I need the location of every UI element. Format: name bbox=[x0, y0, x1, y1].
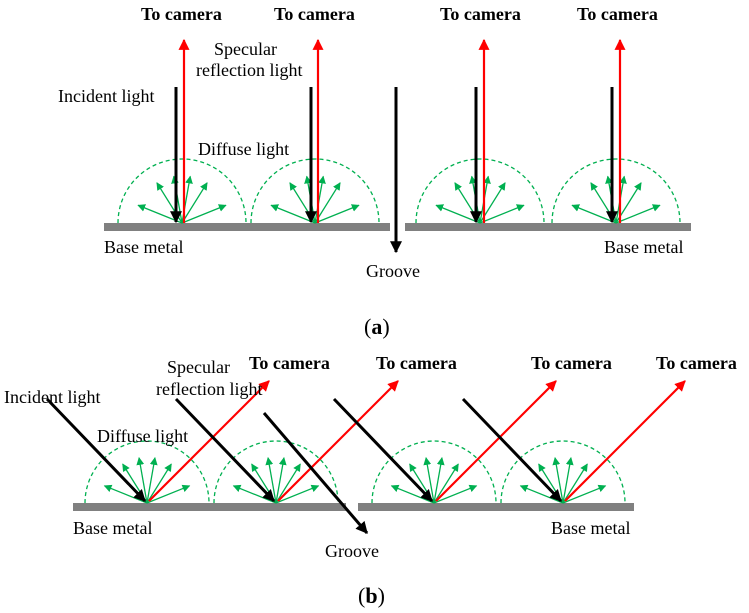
base-metal-strips bbox=[73, 503, 634, 511]
diffuse-hemisphere bbox=[84, 440, 210, 504]
diffuse-ray bbox=[146, 484, 191, 504]
to-camera-label: To camera bbox=[141, 4, 222, 24]
diffuse-light-groups bbox=[117, 158, 681, 224]
to-camera-label: To camera bbox=[577, 4, 658, 24]
base-metal-label: Base metal bbox=[73, 518, 152, 538]
diffuse-ray bbox=[433, 463, 459, 504]
reflection-light-label: reflection light bbox=[156, 379, 262, 399]
diffuse-ray bbox=[562, 484, 607, 504]
diffuse-ray bbox=[146, 463, 172, 504]
diffuse-hemisphere bbox=[415, 158, 545, 224]
specular-reflection-arrow bbox=[148, 380, 270, 502]
incident-light-label: Incident light bbox=[4, 387, 100, 407]
diffuse-hemisphere bbox=[371, 440, 497, 504]
caption-b: (b) bbox=[358, 583, 385, 608]
to-camera-label: To camera bbox=[249, 353, 330, 373]
diffuse-light-group bbox=[371, 440, 497, 504]
caption-a: (a) bbox=[364, 314, 390, 339]
diffuse-light-label: Diffuse light bbox=[198, 139, 289, 159]
diffuse-hemisphere bbox=[500, 440, 626, 504]
light-rays bbox=[45, 380, 686, 534]
diffuse-light-group bbox=[415, 158, 545, 224]
incident-light-arrow bbox=[174, 397, 276, 503]
diffuse-hemisphere bbox=[117, 158, 247, 224]
groove-label: Groove bbox=[325, 541, 379, 561]
diffuse-ray bbox=[181, 204, 227, 224]
diffuse-ray bbox=[435, 204, 481, 224]
diffuse-ray bbox=[275, 457, 287, 504]
base-metal-label: Base metal bbox=[104, 237, 183, 257]
diffuse-hemisphere bbox=[213, 440, 339, 504]
to-camera-label: To camera bbox=[656, 353, 737, 373]
diffuse-ray bbox=[146, 457, 158, 504]
base-metal-strip bbox=[73, 503, 346, 511]
light-rays bbox=[170, 38, 626, 254]
incident-light-arrow bbox=[461, 397, 563, 503]
base-metal-label: Base metal bbox=[551, 518, 630, 538]
to-camera-label: To camera bbox=[531, 353, 612, 373]
diffuse-ray bbox=[615, 204, 661, 224]
specular-reflection-arrow bbox=[435, 380, 557, 502]
diffuse-ray bbox=[314, 182, 341, 224]
diffuse-ray bbox=[270, 204, 316, 224]
to-camera-label: To camera bbox=[274, 4, 355, 24]
diffuse-light-group bbox=[117, 158, 247, 224]
base-metal-strip bbox=[358, 503, 634, 511]
specular-reflection-arrow bbox=[277, 380, 399, 502]
diffuse-light-groups bbox=[84, 440, 626, 504]
incident-light-label: Incident light bbox=[58, 86, 154, 106]
diffuse-light-group bbox=[500, 440, 626, 504]
base-metal-label: Base metal bbox=[604, 237, 683, 257]
reflection-light-label: reflection light bbox=[196, 60, 302, 80]
specular-reflection-arrow bbox=[564, 380, 686, 502]
groove-incident-arrow bbox=[262, 412, 369, 534]
specular-label: Specular bbox=[167, 357, 230, 377]
diffuse-ray bbox=[562, 463, 588, 504]
incident-light-arrow bbox=[332, 397, 434, 503]
diffuse-light-group bbox=[551, 158, 681, 224]
diffuse-ray bbox=[314, 204, 360, 224]
panel-b: To camera To camera To camera To camera … bbox=[4, 353, 737, 608]
diffuse-ray bbox=[433, 457, 445, 504]
diffuse-light-group bbox=[213, 440, 339, 504]
base-metal-strips bbox=[104, 223, 691, 231]
diffuse-hemisphere bbox=[250, 158, 380, 224]
groove-label: Groove bbox=[366, 261, 420, 281]
diffuse-ray bbox=[433, 484, 478, 504]
incident-light-arrow bbox=[45, 397, 147, 503]
to-camera-label: To camera bbox=[440, 4, 521, 24]
panel-a: To camera To camera To camera To camera … bbox=[58, 4, 691, 339]
base-metal-strip bbox=[405, 223, 691, 231]
diffuse-ray bbox=[275, 463, 301, 504]
diffuse-light-label: Diffuse light bbox=[97, 426, 188, 446]
diffuse-hemisphere bbox=[551, 158, 681, 224]
diffuse-light-group bbox=[250, 158, 380, 224]
specular-label: Specular bbox=[214, 39, 277, 59]
base-metal-strip bbox=[104, 223, 390, 231]
to-camera-label: To camera bbox=[376, 353, 457, 373]
diffuse-ray bbox=[181, 182, 208, 224]
diffuse-ray bbox=[562, 457, 574, 504]
diffuse-ray bbox=[479, 204, 525, 224]
diffuse-ray bbox=[571, 204, 617, 224]
diffuse-ray bbox=[275, 484, 320, 504]
diffuse-light-group bbox=[84, 440, 210, 504]
